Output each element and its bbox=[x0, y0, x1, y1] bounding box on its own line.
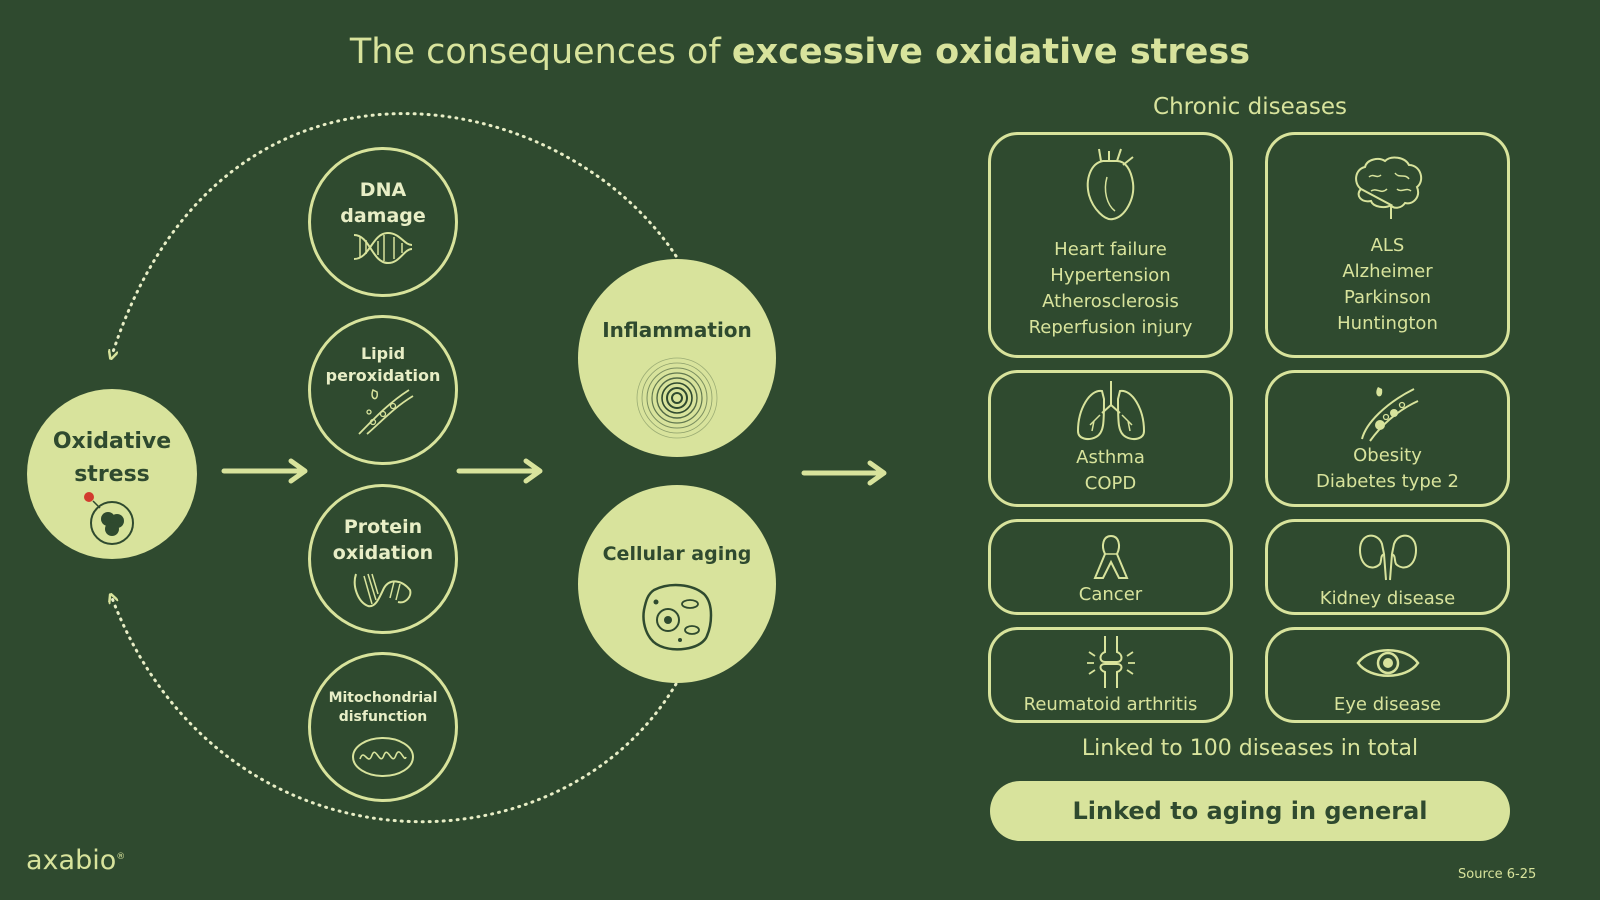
disease-box-kidney: Kidney disease bbox=[1265, 519, 1510, 615]
total-diseases-text: Linked to 100 diseases in total bbox=[1081, 736, 1419, 761]
disease-label: COPD bbox=[1084, 473, 1137, 494]
blood-vessel-icon bbox=[1360, 387, 1418, 442]
disease-label: Cancer bbox=[1078, 584, 1143, 605]
chronic-diseases-heading: Chronic diseases bbox=[1153, 94, 1347, 120]
page-title: The consequences of excessive oxidative … bbox=[349, 32, 1251, 72]
brand-registered-mark: ® bbox=[116, 852, 126, 862]
oxidative-stress-label-2: stress bbox=[74, 462, 150, 487]
feedback-loop-bottom bbox=[112, 598, 678, 824]
flow-arrow-3 bbox=[801, 460, 887, 486]
disease-box-neurological: ALS Alzheimer Parkinson Huntington bbox=[1265, 132, 1510, 358]
disease-label: Diabetes type 2 bbox=[1315, 471, 1459, 492]
disease-label: Kidney disease bbox=[1319, 588, 1456, 609]
protein-label-2: oxidation bbox=[332, 541, 434, 564]
disease-box-cardiovascular: Heart failure Hypertension Atheroscleros… bbox=[988, 132, 1233, 358]
disease-box-arthritis: Reumatoid arthritis bbox=[988, 627, 1233, 723]
disease-label: Obesity bbox=[1353, 445, 1422, 466]
joint-icon bbox=[1086, 636, 1135, 688]
brain-icon bbox=[1354, 156, 1422, 219]
brand-name: axabio bbox=[26, 845, 117, 876]
eye-icon bbox=[1355, 649, 1420, 677]
protein-label-1: Protein bbox=[343, 516, 423, 538]
inflammation-node: Inflammation bbox=[578, 259, 776, 457]
brand-logo: axabio® bbox=[26, 845, 125, 876]
aging-banner: Linked to aging in general bbox=[990, 781, 1510, 841]
disease-label: Heart failure bbox=[1054, 239, 1167, 260]
mitochondrion-icon bbox=[352, 736, 414, 777]
disease-box-respiratory: Asthma COPD bbox=[988, 370, 1233, 507]
disease-box-metabolic: Obesity Diabetes type 2 bbox=[1265, 370, 1510, 507]
dna-damage-node: DNA damage bbox=[308, 147, 458, 297]
inflammation-label: Inflammation bbox=[602, 318, 752, 342]
dna-damage-label-2: damage bbox=[340, 204, 426, 227]
disease-label: Alzheimer bbox=[1342, 261, 1433, 282]
flow-arrow-1 bbox=[221, 458, 308, 484]
kidney-icon bbox=[1358, 534, 1417, 581]
lipid-label-2: peroxidation bbox=[325, 365, 441, 385]
dna-icon bbox=[353, 232, 413, 265]
mito-label-1: Mitochondrial bbox=[328, 690, 438, 706]
cell-icon bbox=[642, 583, 713, 651]
ripple-icon bbox=[636, 357, 718, 439]
cellular-aging-node: Cellular aging bbox=[578, 485, 776, 683]
disease-label: Hypertension bbox=[1050, 265, 1171, 286]
protein-icon bbox=[353, 573, 412, 608]
disease-box-eye: Eye disease bbox=[1265, 627, 1510, 723]
cellular-aging-label: Cellular aging bbox=[602, 543, 752, 565]
molecule-icon bbox=[84, 492, 134, 545]
lipid-label-1: Lipid bbox=[360, 344, 406, 363]
oxidative-stress-node: Oxidative stress bbox=[27, 389, 197, 559]
disease-label: Reperfusion injury bbox=[1028, 317, 1193, 338]
protein-oxidation-node: Protein oxidation bbox=[308, 484, 458, 634]
disease-label: Reumatoid arthritis bbox=[1023, 694, 1198, 715]
source-note: Source 6-25 bbox=[1458, 867, 1537, 882]
oxidative-stress-label-1: Oxidative bbox=[52, 429, 172, 454]
heart-icon bbox=[1086, 148, 1134, 221]
dna-damage-label-1: DNA bbox=[359, 179, 407, 201]
disease-label: Eye disease bbox=[1333, 694, 1442, 715]
lipid-membrane-icon bbox=[358, 389, 414, 435]
disease-label: Parkinson bbox=[1343, 287, 1432, 308]
disease-label: Atherosclerosis bbox=[1042, 291, 1179, 312]
feedback-loop-top bbox=[112, 112, 678, 355]
disease-box-cancer: Cancer bbox=[988, 519, 1233, 615]
mito-label-2: disfunction bbox=[338, 708, 428, 725]
flow-arrow-2 bbox=[456, 458, 543, 484]
disease-label: ALS bbox=[1370, 235, 1405, 256]
disease-label: Huntington bbox=[1337, 313, 1438, 334]
disease-label: Asthma bbox=[1076, 447, 1145, 468]
lipid-peroxidation-node: Lipid peroxidation bbox=[308, 315, 458, 465]
ribbon-icon bbox=[1093, 534, 1128, 579]
lungs-icon bbox=[1076, 381, 1145, 440]
mitochondrial-disfunction-node: Mitochondrial disfunction bbox=[308, 652, 458, 802]
